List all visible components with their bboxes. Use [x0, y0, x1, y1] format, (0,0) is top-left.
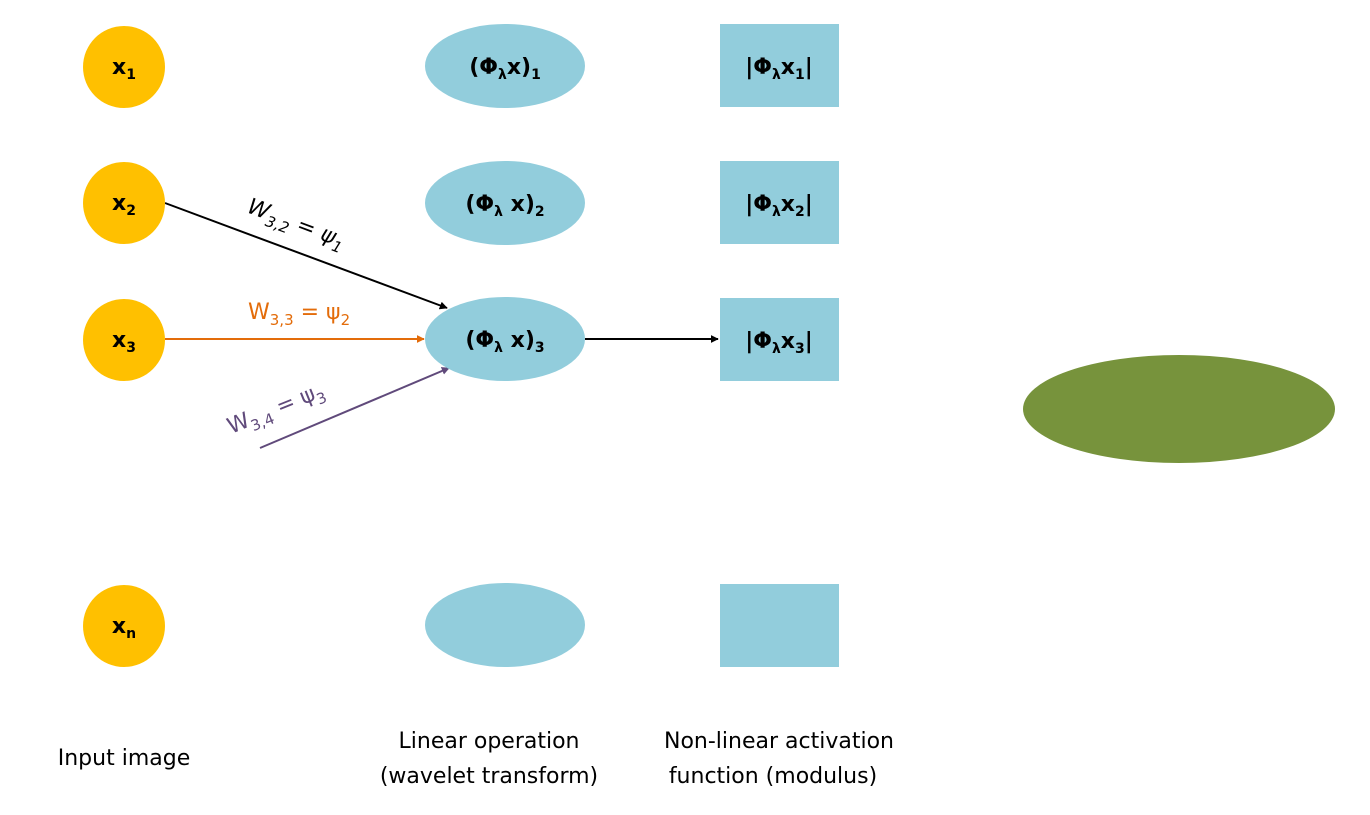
- wavelet-node-3-mid: x): [503, 328, 535, 353]
- input-node-x2-base: x: [112, 191, 126, 216]
- wavelet-node-1-sub: 1: [531, 67, 541, 83]
- input-node-x1: x1: [83, 26, 165, 108]
- wavelet-node-n: [425, 583, 585, 667]
- edge-label-w33-psi: ψ: [326, 300, 341, 325]
- input-node-x1-base: x: [112, 55, 126, 80]
- input-node-x1-shape: [83, 26, 165, 108]
- modulus-node-3-lambda: λ: [772, 341, 781, 357]
- input-node-xn-shape: [83, 585, 165, 667]
- wavelet-node-3: (Φλ x)3: [425, 297, 585, 381]
- modulus-node-1-open: |Φ: [745, 55, 772, 80]
- modulus-node-1-lambda: λ: [772, 67, 781, 83]
- modulus-node-2-sub: 2: [795, 204, 805, 220]
- input-node-x3-sub: 3: [126, 340, 136, 356]
- caption-linear-operation-line1: Linear operation: [399, 729, 580, 754]
- modulus-node-1-close: |: [805, 55, 813, 80]
- edge-label-w32: W3,2 = ψ1: [242, 194, 348, 257]
- modulus-node-3-mid: x: [781, 329, 795, 354]
- input-node-xn-label: xn: [112, 614, 136, 642]
- edge-label-w33-eq: =: [294, 300, 326, 325]
- input-node-x1-label: x1: [112, 55, 136, 83]
- modulus-node-2-mid: x: [781, 192, 795, 217]
- wavelet-node-1-lambda: λ: [498, 67, 507, 83]
- caption-nonlinear-activation-line2: function (modulus): [669, 764, 877, 789]
- modulus-node-n: [720, 584, 839, 667]
- modulus-node-3-sub: 3: [795, 341, 805, 357]
- wavelet-node-2-open: (Φ: [465, 192, 494, 217]
- edge-w34-arrow: [259, 367, 450, 449]
- input-node-x2: x2: [83, 162, 165, 244]
- wavelet-node-1: (Φλx)1: [425, 24, 585, 108]
- wavelet-node-2-lambda: λ: [494, 204, 503, 220]
- wavelet-node-1-label: (Φλx)1: [469, 55, 541, 83]
- modulus-node-1-mid: x: [781, 55, 795, 80]
- input-node-x2-label: x2: [112, 191, 136, 219]
- edge-label-w33-sub: 3,3: [270, 311, 294, 329]
- input-node-x3-label: x3: [112, 328, 136, 356]
- caption-linear-operation-line2: (wavelet transform): [380, 764, 598, 789]
- input-node-xn: xn: [83, 585, 165, 667]
- input-node-x3: x3: [83, 299, 165, 381]
- edge-w32-arrow: [164, 202, 448, 310]
- wavelet-node-2: (Φλ x)2: [425, 161, 585, 245]
- modulus-node-3-close: |: [805, 329, 813, 354]
- wavelet-node-2-shape: [425, 161, 585, 245]
- wavelet-node-3-open: (Φ: [465, 328, 494, 353]
- wavelet-node-2-mid: x): [503, 192, 535, 217]
- modulus-node-3: |Φλx3|: [720, 298, 839, 381]
- modulus-node-3-label: |Φλx3|: [745, 329, 813, 357]
- modulus-node-3-open: |Φ: [745, 329, 772, 354]
- caption-input-image: Input image: [58, 746, 190, 771]
- input-node-x3-base: x: [112, 328, 126, 353]
- input-node-xn-sub: n: [126, 626, 136, 642]
- modulus-node-2-open: |Φ: [745, 192, 772, 217]
- green-ellipse-shape: [1023, 355, 1335, 463]
- caption-nonlinear-activation-line1: Non-linear activation: [664, 729, 894, 754]
- wavelet-node-2-label: (Φλ x)2: [465, 192, 544, 220]
- modulus-node-2-shape: [720, 161, 839, 244]
- modulus-node-2-close: |: [805, 192, 813, 217]
- modulus-node-n-shape: [720, 584, 839, 667]
- edge-label-w33: W3,3 = ψ2: [248, 300, 350, 329]
- wavelet-node-1-mid: x): [507, 55, 531, 80]
- edge-label-w34-w: W: [224, 408, 254, 439]
- edge-label-w33-psi-sub: 2: [341, 311, 351, 329]
- wavelet-node-3-shape: [425, 297, 585, 381]
- wavelet-node-3-lambda: λ: [494, 340, 503, 356]
- input-node-x2-shape: [83, 162, 165, 244]
- wavelet-node-1-open: (Φ: [469, 55, 498, 80]
- input-node-x1-sub: 1: [126, 67, 136, 83]
- input-node-x3-shape: [83, 299, 165, 381]
- modulus-node-1-label: |Φλx1|: [745, 55, 813, 83]
- input-node-xn-base: x: [112, 614, 126, 639]
- input-node-x2-sub: 2: [126, 203, 136, 219]
- wavelet-node-2-sub: 2: [535, 204, 545, 220]
- modulus-node-1: |Φλx1|: [720, 24, 839, 107]
- wavelet-node-1-shape: [425, 24, 585, 108]
- modulus-node-2-label: |Φλx2|: [745, 192, 813, 220]
- modulus-node-2: |Φλx2|: [720, 161, 839, 244]
- wavelet-node-3-sub: 3: [535, 340, 545, 356]
- wavelet-node-n-shape: [425, 583, 585, 667]
- edge-label-w34: W3,4 = ψ3: [224, 378, 330, 443]
- modulus-node-2-lambda: λ: [772, 204, 781, 220]
- modulus-node-1-shape: [720, 24, 839, 107]
- modulus-node-3-shape: [720, 298, 839, 381]
- wavelet-node-3-label: (Φλ x)3: [465, 328, 544, 356]
- edge-label-w33-w: W: [248, 300, 270, 325]
- modulus-node-1-sub: 1: [795, 67, 805, 83]
